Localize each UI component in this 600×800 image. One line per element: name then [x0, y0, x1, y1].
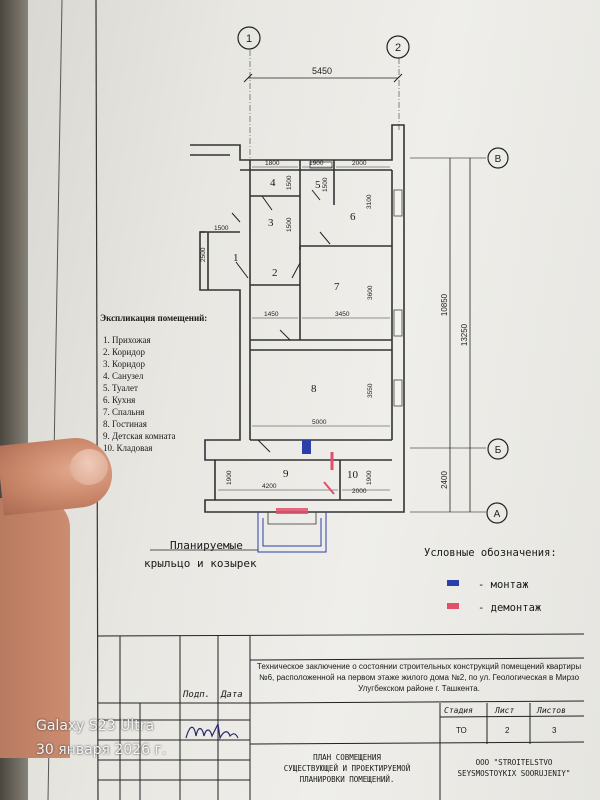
stamp-plan-line: ПЛАН СОВМЕЩЕНИЯ: [313, 753, 381, 762]
explication-item: 8. Гостиная: [103, 419, 147, 429]
stamp-list-value: 2: [505, 726, 510, 735]
dim-label: 3600: [367, 285, 374, 300]
door-marks: [231, 189, 331, 453]
stamp-list: Лист: [495, 706, 515, 715]
stamp-org-line: SEYSMOSTOYKIX SOORUJENIY": [457, 769, 571, 778]
axis-bubble-a: [486, 502, 508, 524]
stamp-organization: ООО "STROITELSTVO SEYSMOSTOYKIX SOORUJEN…: [444, 757, 584, 779]
explication-item: 3. Коридор: [103, 359, 145, 369]
inner-dim-lines: [212, 166, 390, 491]
explication-item: 2. Коридор: [103, 347, 145, 357]
room-number: 7: [334, 281, 340, 293]
montazh-mark: [302, 440, 311, 454]
axis-bubble-v: [487, 147, 509, 169]
inner-dims: 1800 1900 2000 1500 1500 1500 3100 1500 …: [200, 160, 374, 495]
room-numbers: 1 2 3 4 5 6 7 8 9 10: [233, 177, 359, 481]
dim-label: 3450: [335, 311, 350, 318]
dim-label: 2500: [200, 247, 207, 262]
explication-item: 1. Прихожая: [103, 335, 151, 345]
dim-label: 1500: [322, 177, 329, 192]
porch-stairs: [267, 512, 317, 525]
dim-label: 1500: [286, 175, 293, 190]
planned-porch: [257, 512, 327, 553]
room-number: 9: [283, 468, 289, 480]
stamp-description: Техническое заключение о состоянии строи…: [256, 662, 582, 693]
dim-label: 2000: [352, 160, 367, 167]
stamp-data: Дата: [221, 690, 243, 700]
room-number: 6: [350, 211, 356, 223]
demontazh-mark: [323, 481, 335, 495]
stamp-plan-title: ПЛАН СОВМЕЩЕНИЯ СУЩЕСТВУЮЩЕЙ И ПРОЕКТИРУ…: [258, 752, 436, 785]
explication-item: 4. Санузел: [103, 371, 144, 381]
dim-label: 1900: [226, 470, 233, 485]
stamp-plan-line: СУЩЕСТВУЮЩЕЙ И ПРОЕКТИРУЕМОЙ: [283, 764, 411, 773]
dim-2400: 2400: [440, 471, 449, 489]
axis-bubble-1: [237, 26, 261, 50]
stamp-plan-line: ПЛАНИРОВКИ ПОМЕЩЕНИЙ.: [299, 775, 395, 784]
dim-label: 2000: [352, 488, 367, 495]
axis-label-b: Б: [495, 445, 502, 456]
axis-bubble-b: [487, 438, 509, 460]
dim-tick: [243, 73, 253, 83]
stamp-listov-value: 3: [552, 726, 557, 735]
stamp-stadiya-value: ТО: [456, 726, 467, 735]
legend-montazh-label: - монтаж: [478, 579, 529, 591]
legend-demontazh-label: - демонтаж: [478, 602, 542, 614]
explication-item: 5. Туалет: [103, 383, 138, 393]
dim-top-label: 5450: [312, 66, 332, 76]
explication-item: 6. Кухня: [103, 395, 136, 405]
dim-label: 3550: [367, 383, 374, 398]
dim-label: 1500: [286, 217, 293, 232]
demontazh-mark: [276, 508, 308, 514]
stamp-org-line: ООО "STROITELSTVO: [475, 758, 553, 767]
dim-label: 5000: [312, 419, 327, 426]
explication-item: 9. Детская комната: [103, 431, 176, 441]
dim-label: 4200: [262, 483, 277, 490]
dim-label: 1500: [214, 225, 229, 232]
room-number: 8: [311, 383, 317, 395]
watermark-date: 30 января 2026 г.: [36, 742, 167, 758]
stamp-listov: Листов: [537, 706, 566, 715]
dim-label: 1900: [366, 470, 373, 485]
signature: [185, 722, 239, 740]
dim-label: 3100: [366, 194, 373, 209]
dim-10850: 10850: [440, 293, 449, 316]
dim-label: 1450: [264, 311, 279, 318]
room-number: 10: [347, 469, 359, 481]
axis-label-2: 2: [395, 42, 401, 54]
title-block-frame: [97, 633, 585, 800]
axis-label-v: В: [495, 154, 502, 165]
room-number: 1: [233, 252, 239, 264]
dim-tick: [393, 73, 403, 83]
legend-montazh-swatch: [447, 580, 459, 586]
axis-label-1: 1: [246, 33, 252, 45]
frame-left-line: [95, 0, 99, 800]
room-number: 4: [270, 177, 276, 189]
stamp-stadiya: Стадия: [444, 706, 473, 715]
axis-label-a: А: [494, 509, 501, 520]
watermark-device: Galaxy S23 Ultra: [36, 718, 155, 734]
explication-item: 7. Спальня: [103, 407, 145, 417]
axis-bubble-2: [386, 35, 410, 59]
explication-item: 10. Кладовая: [103, 443, 153, 453]
explication-title: Экспликация помещений:: [100, 313, 208, 323]
planned-porch-label-1: Планируемые: [170, 539, 243, 552]
stamp-podp: Подп.: [183, 690, 211, 700]
room-number: 5: [315, 179, 321, 191]
dim-13250: 13250: [460, 323, 469, 346]
windows: [309, 161, 403, 407]
legend-title: Условные обозначения:: [424, 547, 557, 559]
walls: [190, 124, 405, 513]
legend-demontazh-swatch: [447, 603, 459, 609]
dim-label: 1900: [309, 160, 324, 167]
drawing-sheet: [28, 0, 600, 800]
dim-label: 1800: [265, 160, 280, 167]
room-number: 3: [268, 217, 274, 229]
planned-porch-label-2: крыльцо и козырек: [144, 557, 257, 570]
room-number: 2: [272, 267, 278, 279]
hand: [0, 498, 70, 758]
